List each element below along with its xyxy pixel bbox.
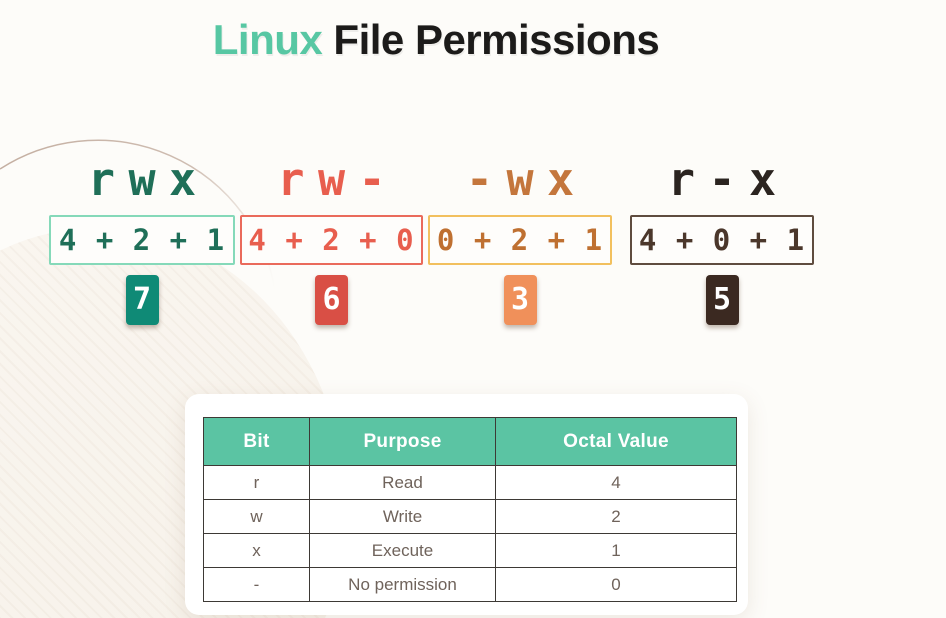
cell-purpose: No permission [309, 567, 496, 602]
title-rest: File Permissions [322, 16, 660, 63]
octal-badge: 6 [315, 275, 348, 325]
cell-octal: 4 [495, 465, 737, 500]
table-header-row: Bit Purpose Octal Value [203, 417, 737, 466]
cell-purpose: Execute [309, 533, 496, 568]
table-card: Bit Purpose Octal Value r Read 4 w Write… [185, 394, 748, 615]
equation-box: 4 + 2 + 1 [49, 215, 235, 265]
permission-text: rw- [277, 153, 400, 206]
cell-bit: w [203, 499, 310, 534]
octal-badge: 5 [705, 275, 739, 325]
permission-text: -wx [465, 153, 588, 206]
permission-group-wx: -wx 0 + 2 + 1 3 [428, 155, 612, 325]
equation-box: 0 + 2 + 1 [428, 215, 612, 265]
permission-group-rwx: rwx 4 + 2 + 1 7 [49, 155, 235, 325]
permission-text: r-x [667, 153, 790, 206]
cell-bit: r [203, 465, 310, 500]
cell-bit: x [203, 533, 310, 568]
table-row: r Read 4 [203, 465, 737, 500]
table-header-octal: Octal Value [495, 417, 737, 466]
page-title: Linux File Permissions [0, 16, 872, 64]
cell-purpose: Write [309, 499, 496, 534]
table-row: w Write 2 [203, 499, 737, 534]
table-row: x Execute 1 [203, 533, 737, 568]
permission-text: rwx [87, 153, 210, 206]
title-accent: Linux [212, 16, 323, 63]
octal-badge: 7 [125, 275, 159, 325]
equation-box: 4 + 0 + 1 [630, 215, 814, 265]
table-row: - No permission 0 [203, 567, 737, 602]
cell-octal: 1 [495, 533, 737, 568]
permission-group-rw: rw- 4 + 2 + 0 6 [240, 155, 423, 325]
permission-group-rx: r-x 4 + 0 + 1 5 [630, 155, 814, 325]
table-header-bit: Bit [203, 417, 310, 466]
cell-bit: - [203, 567, 310, 602]
equation-box: 4 + 2 + 0 [240, 215, 423, 265]
cell-octal: 2 [495, 499, 737, 534]
octal-badge: 3 [503, 275, 537, 325]
table-header-purpose: Purpose [309, 417, 496, 466]
permissions-table: Bit Purpose Octal Value r Read 4 w Write… [203, 417, 737, 602]
cell-octal: 0 [495, 567, 737, 602]
cell-purpose: Read [309, 465, 496, 500]
